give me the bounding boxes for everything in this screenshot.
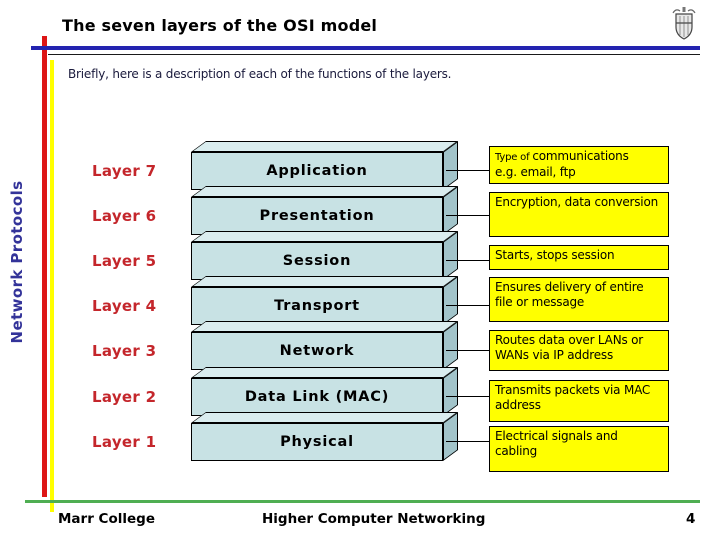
callout-connector [446,350,489,351]
callout-transport: Ensures delivery of entire file or messa… [489,277,669,322]
intro-text: Briefly, here is a description of each o… [68,67,452,81]
layer-box-physical: Physical [191,423,443,461]
callout-text-small: Type of [495,152,533,163]
layer-box-data-link: Data Link (MAC) [191,378,443,416]
left-red-rule [42,36,47,497]
layer-box-transport: Transport [191,287,443,325]
title-rule-blue [31,46,700,50]
title-rule-thin [48,54,700,55]
callout-network: Routes data over LANs or WANs via IP add… [489,330,669,371]
callout-session: Starts, stops session [489,245,669,270]
callout-connector [446,215,489,216]
page-title: The seven layers of the OSI model [62,16,378,35]
slab-top-face [191,276,459,287]
callout-physical: Electrical signals and cabling [489,426,669,472]
layer-number-label: Layer 7 [92,162,157,180]
slab-top-face [191,186,459,197]
layer-box-network: Network [191,332,443,370]
page-number: 4 [686,511,696,527]
layer-number-label: Layer 4 [92,297,157,315]
footer-rule-green [25,500,700,503]
callout-presentation: Encryption, data conversion [489,192,669,237]
callout-connector [446,170,489,171]
slab-top-face [191,412,459,423]
school-crest-icon [672,7,696,40]
slab-top-face [191,321,459,332]
layer-box-session: Session [191,242,443,280]
layer-number-label: Layer 6 [92,207,157,225]
slab-top-face [191,231,459,242]
layer-number-label: Layer 2 [92,388,157,406]
footer-school-name: Marr College [58,511,155,527]
layer-number-label: Layer 1 [92,433,157,451]
callout-connector [446,396,489,397]
sidebar-section-label: Network Protocols [8,180,26,344]
callout-text: communications [532,149,629,163]
footer-course-name: Higher Computer Networking [262,511,486,527]
layer-box-application: Application [191,152,443,190]
callout-connector [446,260,489,261]
callout-data-link: Transmits packets via MAC address [489,380,669,422]
callout-application: Type of communications e.g. email, ftp [489,146,669,184]
slab-top-face [191,367,459,378]
callout-connector [446,441,489,442]
slab-top-face [191,141,459,152]
layer-number-label: Layer 3 [92,342,157,360]
left-yellow-rule [50,60,54,512]
callout-connector [446,305,489,306]
layer-number-label: Layer 5 [92,252,157,270]
callout-text: e.g. email, ftp [495,165,576,179]
layer-box-presentation: Presentation [191,197,443,235]
